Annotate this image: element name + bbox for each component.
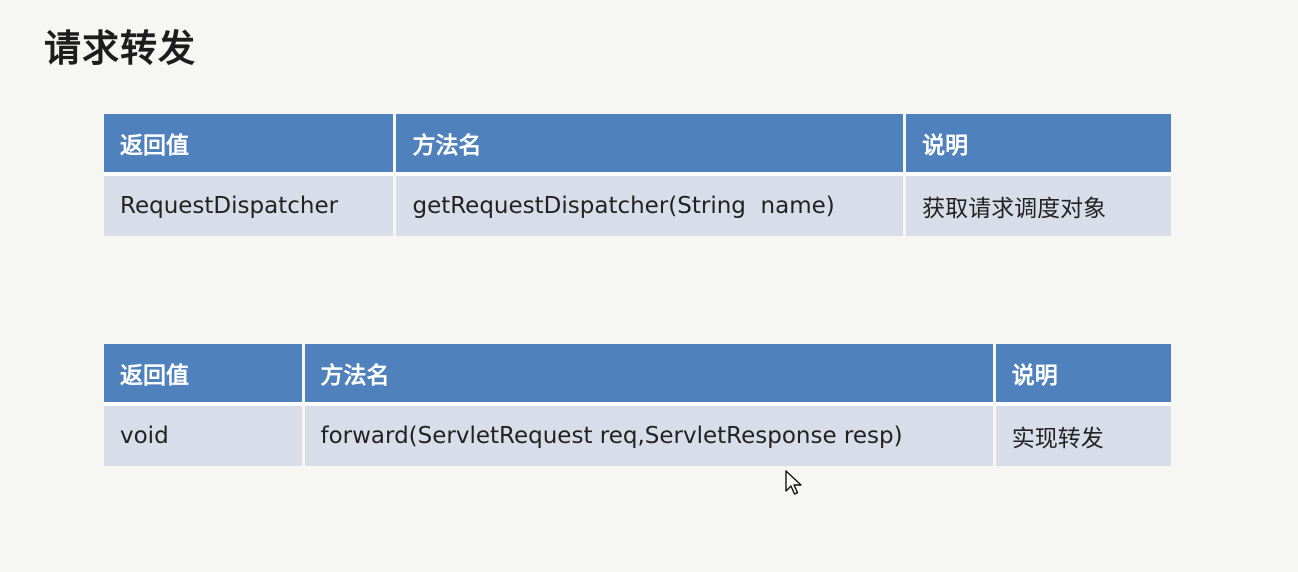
- header-description: 说明: [995, 344, 1171, 406]
- table-header-row: 返回值 方法名 说明: [104, 344, 1171, 406]
- cell-method-name: forward(ServletRequest req,ServletRespon…: [304, 406, 993, 466]
- api-table-get-request-dispatcher: 返回值 方法名 说明 RequestDispatcher getRequestD…: [101, 114, 1174, 236]
- table-header-row: 返回值 方法名 说明: [104, 114, 1171, 176]
- header-method-name: 方法名: [304, 344, 993, 406]
- table-row: RequestDispatcher getRequestDispatcher(S…: [104, 176, 1171, 236]
- api-table-forward: 返回值 方法名 说明 void forward(ServletRequest r…: [101, 344, 1174, 466]
- table-row: void forward(ServletRequest req,ServletR…: [104, 406, 1171, 466]
- header-description: 说明: [906, 114, 1171, 176]
- slide-title: 请求转发: [44, 27, 196, 70]
- cell-return-value: RequestDispatcher: [104, 176, 394, 236]
- header-return-value: 返回值: [104, 344, 302, 406]
- cell-method-name: getRequestDispatcher(String name): [396, 176, 904, 236]
- cell-return-value: void: [104, 406, 302, 466]
- cell-description: 获取请求调度对象: [906, 176, 1171, 236]
- header-return-value: 返回值: [104, 114, 394, 176]
- header-method-name: 方法名: [396, 114, 904, 176]
- cell-description: 实现转发: [995, 406, 1171, 466]
- mouse-pointer-icon: [785, 470, 802, 495]
